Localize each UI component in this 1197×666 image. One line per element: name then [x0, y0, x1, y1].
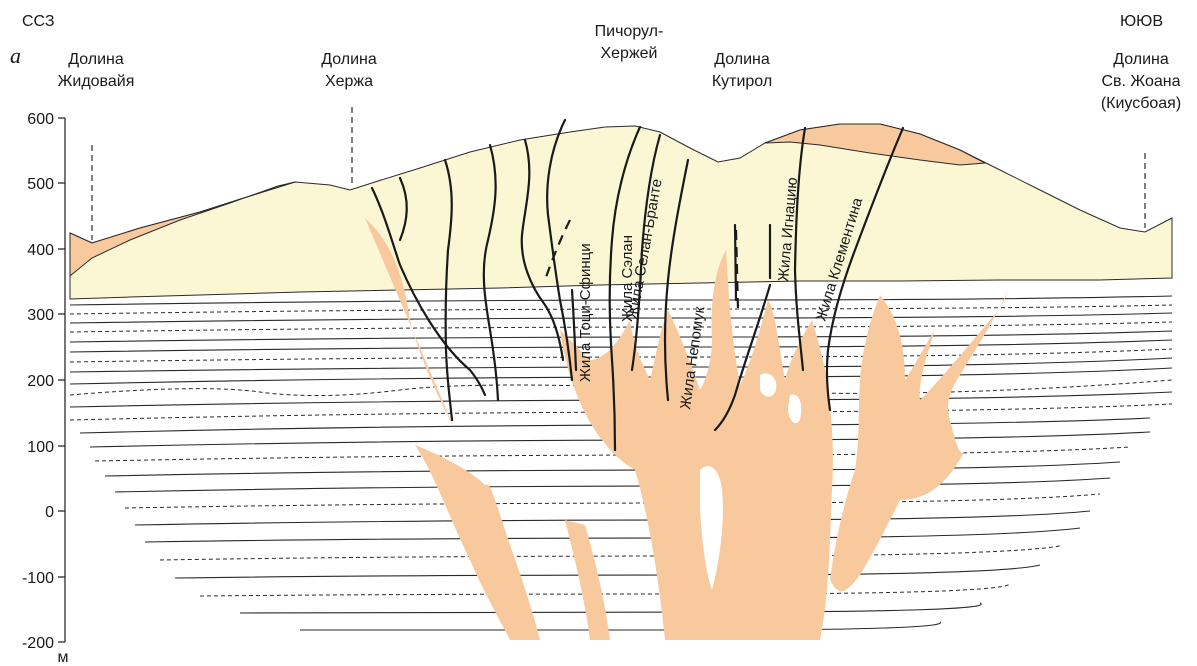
label-valley-kherzha-2: Хержа [325, 73, 373, 90]
vein-label-toci: Жила Тоци-Сфинци [577, 243, 594, 382]
y-tick-500: 500 [27, 176, 54, 193]
y-tick-400: 400 [27, 242, 54, 259]
label-valley-kutirol-1: Долина [714, 51, 770, 68]
label-valley-joan-1: Долина [1113, 51, 1169, 68]
y-tick-minus200: -200 [22, 635, 54, 652]
label-valley-zhidovaya-1: Долина [68, 51, 124, 68]
y-tick-200: 200 [27, 373, 54, 390]
y-unit: м [58, 649, 69, 666]
direction-right: ЮЮВ [1120, 13, 1163, 30]
direction-left: ССЗ [22, 13, 55, 30]
label-peak-2: Хержей [600, 45, 657, 62]
y-tick-300: 300 [27, 307, 54, 324]
label-valley-kutirol-2: Кутирол [712, 73, 772, 90]
label-valley-zhidovaya-2: Жидовайя [58, 73, 135, 90]
label-valley-joan-2: Св. Жоана [1101, 73, 1180, 90]
label-valley-joan-3: (Киусбоая) [1101, 95, 1181, 112]
label-valley-kherzha-1: Долина [321, 51, 377, 68]
panel-label: а [10, 43, 21, 68]
y-tick-600: 600 [27, 111, 54, 128]
label-peak-1: Пичорул- [595, 23, 664, 40]
y-tick-minus100: -100 [22, 570, 54, 587]
y-tick-100: 100 [27, 439, 54, 456]
y-axis: 600 500 400 300 200 100 0 -100 -200 м [22, 111, 69, 666]
intrusive-dyke-left-lower [415, 445, 540, 640]
y-tick-0: 0 [45, 504, 54, 521]
intrusive-dyke-right [830, 290, 1008, 591]
